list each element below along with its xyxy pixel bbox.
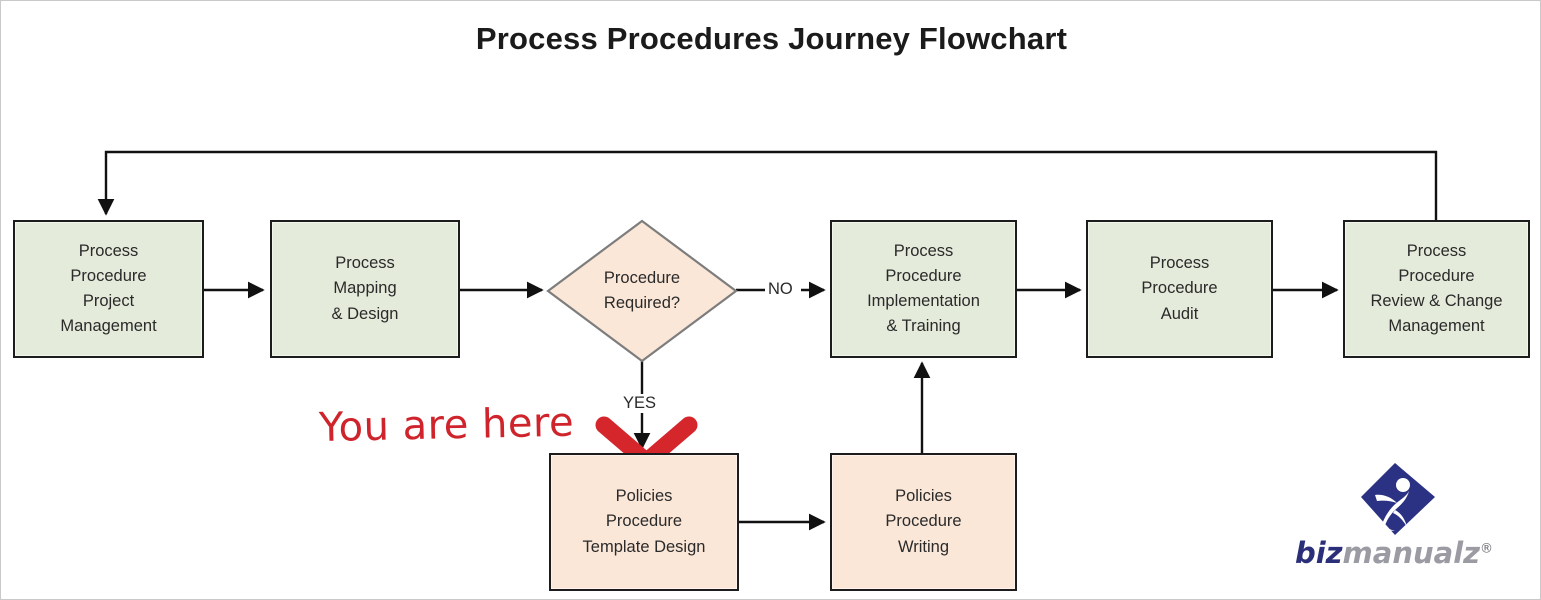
node-process-procedure-implementation-training[interactable]: Process Procedure Implementation & Train… xyxy=(830,220,1017,358)
you-are-here-annotation: You are here xyxy=(318,399,575,451)
node-label: Process Mapping & Design xyxy=(331,254,399,323)
node-process-procedure-project-management[interactable]: Process Procedure Project Management xyxy=(13,220,204,358)
node-label: Process Procedure Project Management xyxy=(60,241,157,336)
logo-wordmark: bizmanualz® xyxy=(1289,539,1499,568)
node-process-mapping-design[interactable]: Process Mapping & Design xyxy=(270,220,460,358)
edge-label-no: NO xyxy=(766,280,795,299)
node-label: Policies Procedure Template Design xyxy=(582,487,706,556)
decision-diamond-shape xyxy=(546,219,738,363)
logo-text-biz: biz xyxy=(1294,536,1343,570)
node-policies-procedure-writing[interactable]: Policies Procedure Writing xyxy=(830,453,1017,591)
node-policies-procedure-template-design[interactable]: Policies Procedure Template Design xyxy=(549,453,739,591)
node-process-procedure-review-change-management[interactable]: Process Procedure Review & Change Manage… xyxy=(1343,220,1530,358)
logo-text-manualz: manualz xyxy=(1342,536,1481,570)
node-process-procedure-audit[interactable]: Process Procedure Audit xyxy=(1086,220,1273,358)
node-decision-procedure-required[interactable]: Procedure Required? xyxy=(548,221,736,361)
node-label: Policies Procedure Writing xyxy=(885,487,962,556)
edge-label-yes: YES xyxy=(621,394,659,413)
edge-feedback-loop xyxy=(97,150,1438,220)
logo-registered-mark: ® xyxy=(1480,541,1494,557)
node-label: Procedure Required? xyxy=(603,268,681,312)
node-label: Process Procedure Review & Change Manage… xyxy=(1370,241,1503,336)
bizmanualz-logo: bizmanualz® xyxy=(1289,461,1499,581)
node-label: Process Procedure Implementation & Train… xyxy=(867,241,980,336)
node-label: Process Procedure Audit xyxy=(1141,254,1218,323)
logo-diamond-runner-icon xyxy=(1359,463,1435,535)
page-title: Process Procedures Journey Flowchart xyxy=(475,21,1068,56)
